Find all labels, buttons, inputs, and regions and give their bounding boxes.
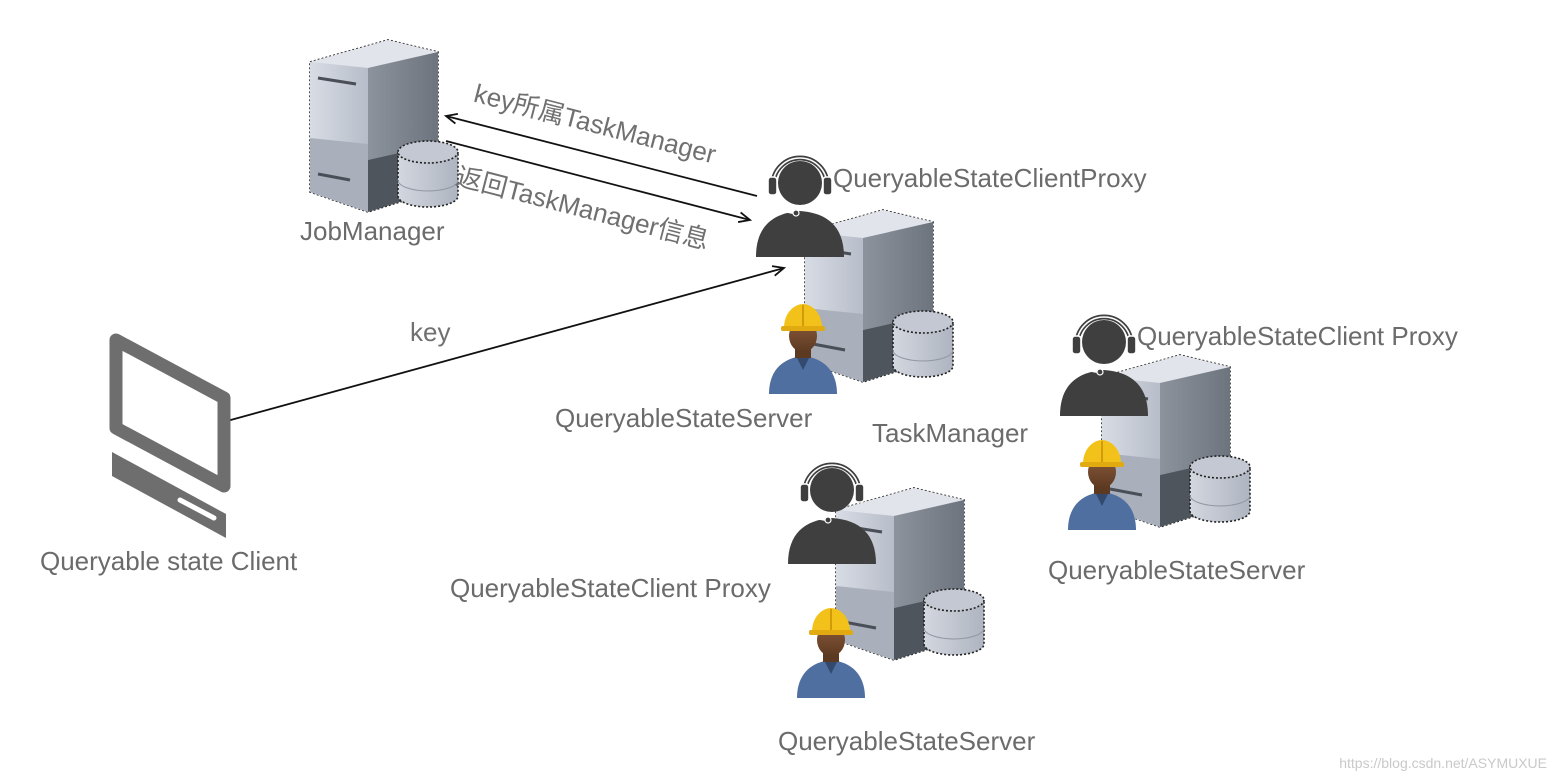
- taskmanager-1-proxy-label: QueryableStateClientProxy: [833, 163, 1147, 193]
- taskmanager-2-headset-person-icon: [1060, 317, 1148, 416]
- edge-client-to-proxy: [226, 268, 784, 422]
- taskmanager-2-server-label: QueryableStateServer: [1048, 555, 1306, 585]
- taskmanager-3-server-icon: [834, 486, 986, 662]
- taskmanager-1-headset-person-icon: [756, 158, 844, 257]
- taskmanager-2-proxy-label: QueryableStateClient Proxy: [1137, 321, 1458, 351]
- taskmanager-1-label: TaskManager: [872, 418, 1029, 448]
- taskmanager-3-server-label: QueryableStateServer: [778, 726, 1036, 756]
- jobmanager-server-icon: [308, 38, 460, 214]
- watermark: https://blog.csdn.net/ASYMUXUE: [1339, 755, 1547, 771]
- jobmanager-label: JobManager: [300, 216, 445, 246]
- edge-label-key: key: [410, 317, 451, 347]
- edge-proxy-to-jobmanager: [446, 116, 758, 197]
- taskmanager-3-proxy-label: QueryableStateClient Proxy: [450, 573, 771, 603]
- client-monitor-icon: [109, 333, 231, 538]
- edge-jobmanager-to-proxy: [445, 140, 750, 220]
- client-label: Queryable state Client: [40, 546, 298, 576]
- taskmanager-1-server-label: QueryableStateServer: [555, 403, 813, 433]
